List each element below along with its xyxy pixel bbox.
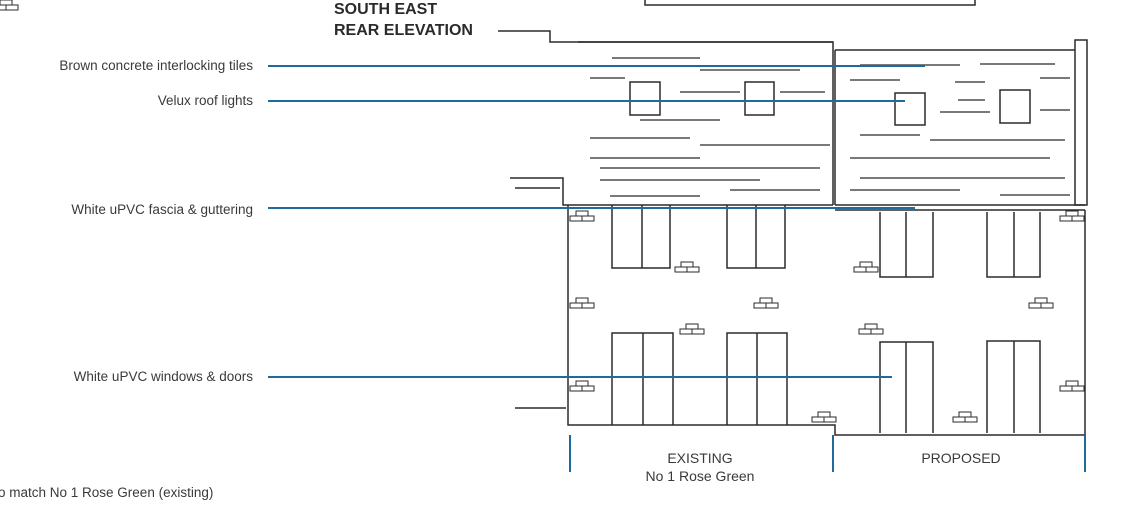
proposed-caption: PROPOSED: [921, 450, 1001, 466]
leader-lines: [268, 65, 1086, 472]
building-walls: [567, 205, 1086, 436]
section-markers: [569, 435, 1086, 472]
label-velux: Velux roof lights: [157, 93, 253, 108]
existing-roof-tile-hatching: [590, 57, 830, 197]
existing-caption: EXISTING No 1 Rose Green: [600, 449, 800, 485]
existing-caption-line-1: EXISTING: [667, 450, 733, 466]
door: [986, 340, 1041, 433]
window: [726, 205, 786, 269]
proposed-roof-outline: [834, 49, 1085, 206]
footnote: o match No 1 Rose Green (existing): [0, 485, 214, 500]
existing-roof-outline: [578, 41, 834, 205]
title-line-1: SOUTH EAST: [334, 1, 438, 18]
door: [726, 332, 788, 425]
velux-roof-light: [629, 81, 661, 116]
chimney: [1074, 39, 1088, 206]
velux-roof-light: [894, 92, 926, 126]
label-fascia: White uPVC fascia & guttering: [71, 202, 253, 217]
window: [986, 212, 1041, 278]
window: [611, 205, 671, 269]
velux-roof-light: [744, 81, 775, 116]
proposed-roof-tile-hatching: [850, 63, 1070, 196]
label-windows: White uPVC windows & doors: [73, 369, 253, 384]
upper-drawing-fragment: [644, 0, 976, 6]
velux-roof-light: [999, 89, 1031, 124]
title-leader: [498, 30, 833, 43]
door: [611, 332, 674, 425]
title-line-2: REAR ELEVATION: [334, 22, 473, 39]
label-tiles: Brown concrete interlocking tiles: [59, 58, 253, 73]
door: [879, 341, 934, 433]
brick-symbols: [0, 0, 1085, 423]
window: [879, 212, 934, 278]
existing-caption-line-2: No 1 Rose Green: [645, 468, 755, 484]
